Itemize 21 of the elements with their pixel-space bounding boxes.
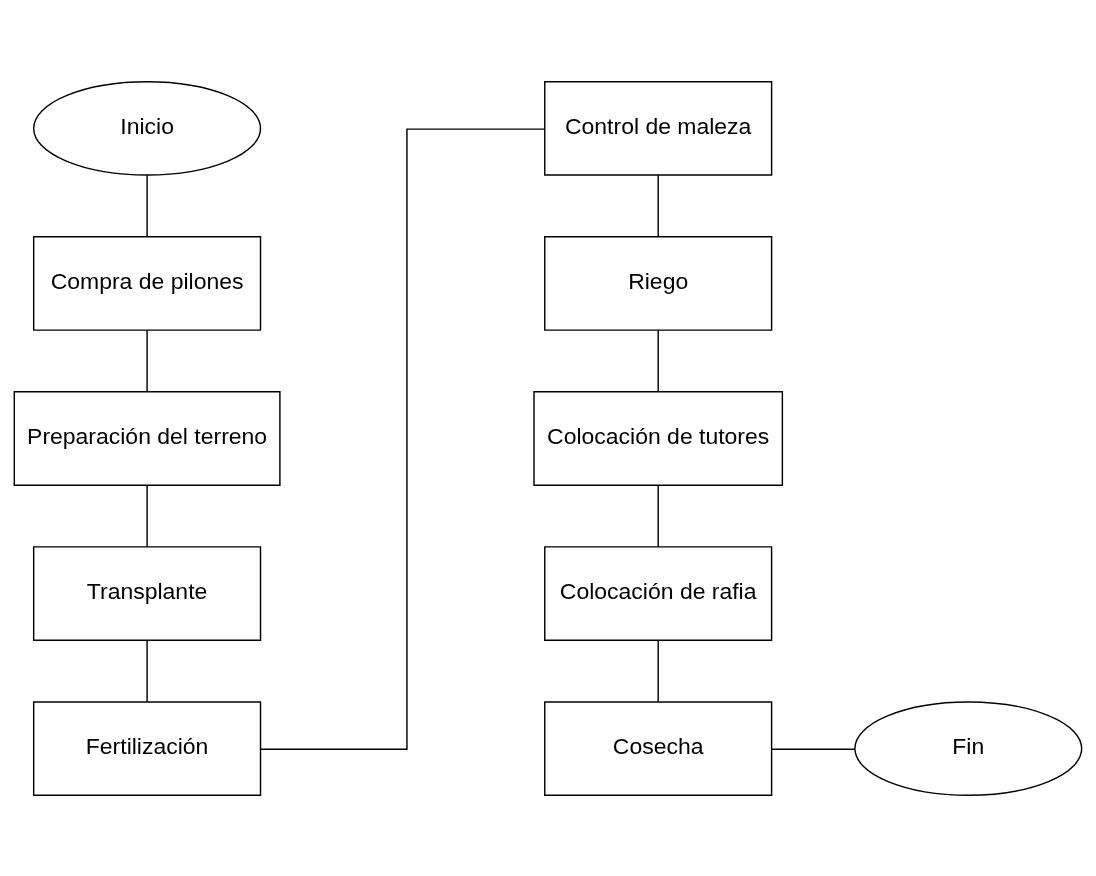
connector [771, 748, 856, 750]
node-box: Preparación del terreno [13, 390, 281, 486]
node-box: Colocación de rafia [544, 545, 773, 641]
node-box: Transplante [32, 545, 262, 641]
node-box: Fertilización [32, 700, 262, 796]
connector [259, 127, 546, 750]
connector [657, 329, 659, 392]
connector [657, 174, 659, 237]
node-ellipse: Inicio [32, 80, 262, 176]
node-box: Cosecha [544, 700, 773, 796]
connector [657, 484, 659, 547]
connector [657, 639, 659, 703]
connector [146, 639, 148, 703]
connector [146, 174, 148, 237]
connector [146, 329, 148, 392]
node-box: Control de maleza [544, 80, 773, 176]
connector [146, 484, 148, 547]
node-box: Colocación de tutores [533, 390, 784, 486]
node-ellipse: Fin [854, 700, 1083, 796]
node-box: Compra de pilones [32, 235, 262, 331]
node-box: Riego [544, 235, 773, 331]
